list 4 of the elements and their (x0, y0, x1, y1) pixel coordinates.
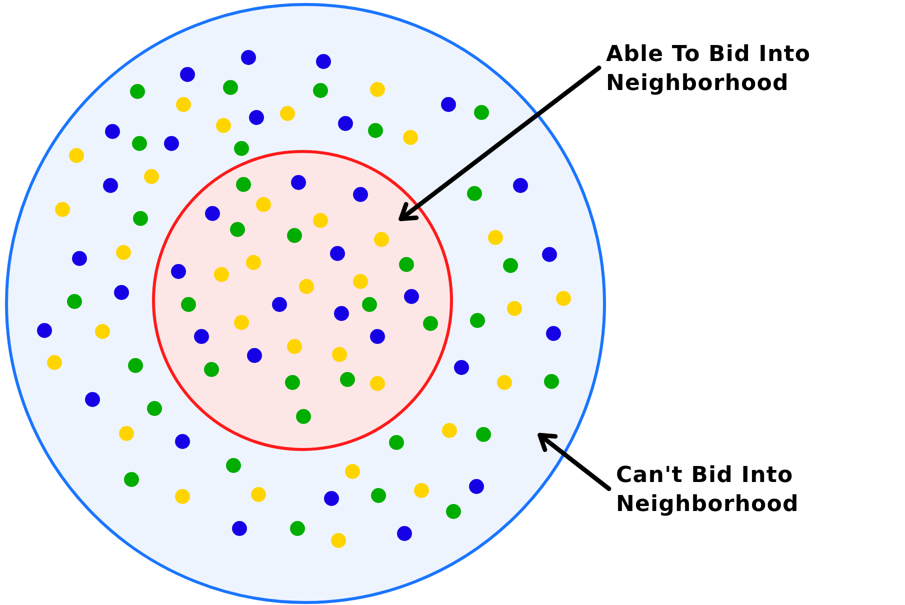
arrow (538, 432, 612, 492)
arrow (398, 66, 602, 222)
annotation-label: Able To Bid Into Neighborhood (606, 40, 851, 98)
annotation-label: Can't Bid Into Neighborhood (616, 461, 861, 519)
